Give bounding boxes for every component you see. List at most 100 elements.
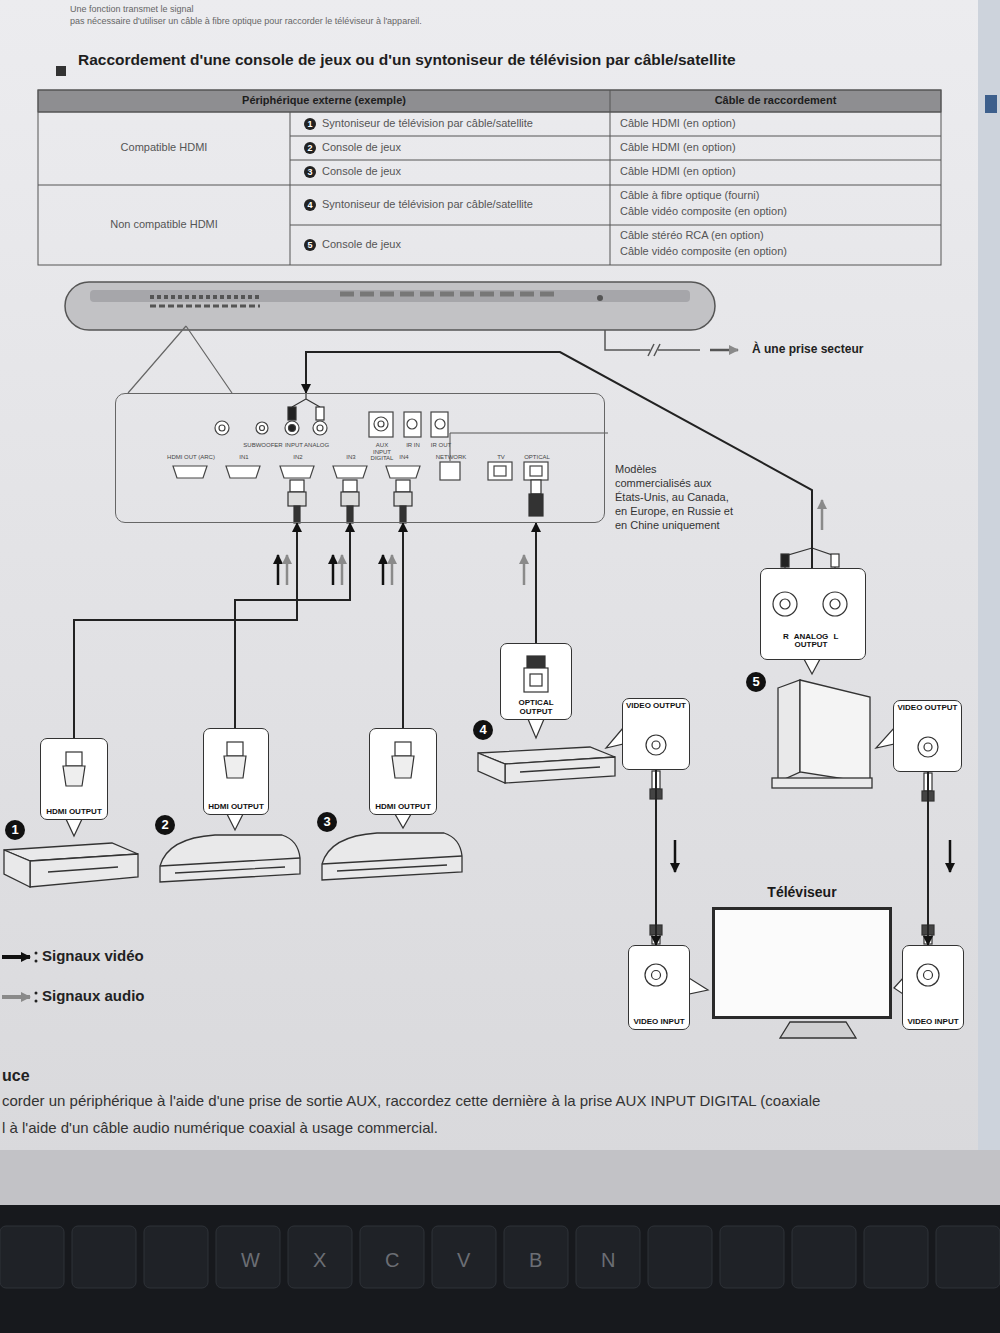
paper: [0, 1205, 1000, 1333]
connector-icon: [524, 668, 548, 692]
power-label: À une prise secteur: [752, 342, 863, 356]
keyboard-letter: V: [457, 1248, 470, 1272]
cable-plug: [400, 506, 406, 523]
port-label: SUBWOOFER: [243, 442, 282, 449]
callout-number: 4: [304, 199, 316, 211]
soundbar: [597, 295, 603, 301]
port-label: NETWORK: [436, 454, 467, 461]
legend-colon: [35, 960, 38, 963]
bubble-fill: [760, 568, 866, 660]
paper: [985, 95, 997, 113]
keyboard-key: [648, 1226, 712, 1288]
connector-icon: [780, 599, 790, 609]
port-label: IR OUT: [431, 442, 451, 449]
zoom-callout: [128, 326, 232, 393]
signal-arrow: [949, 840, 952, 872]
device: [48, 867, 118, 872]
port-label: IN4: [399, 454, 408, 461]
rear-panel-port: [260, 426, 265, 431]
bubble-fill: [628, 945, 690, 1030]
legend-colon: [35, 952, 38, 955]
connector-icon: [652, 741, 660, 749]
callout-number: 2: [155, 815, 175, 835]
table-header: Périphérique externe (exemple): [38, 94, 610, 107]
table-grid: [38, 90, 941, 265]
leader-line: [450, 433, 608, 461]
table-cell: Câble HDMI (en option): [620, 117, 736, 130]
bubble-tail: [227, 814, 243, 830]
keyboard-key: [0, 1226, 64, 1288]
connector-label: HDMI OUTPUT: [46, 808, 102, 816]
port-label: OPTICAL: [524, 454, 550, 461]
cable-connector: [74, 523, 297, 738]
legend-text: Signaux vidéo: [42, 947, 144, 965]
device: [478, 753, 505, 783]
bubble-tail: [66, 819, 82, 836]
soundbar: [65, 282, 715, 330]
device: [30, 854, 138, 887]
legend-sample: [2, 957, 30, 997]
rear-panel-port: [256, 422, 268, 434]
rear-panel-port: [435, 419, 445, 429]
connector-icon: [646, 735, 666, 755]
keyboard-key: [360, 1226, 424, 1288]
table-cell: Console de jeux: [322, 238, 401, 251]
device: [160, 858, 300, 873]
input-callout: VIDEO INPUT: [902, 945, 964, 1030]
table-grid: [38, 90, 941, 265]
signal-arrow: [286, 555, 289, 585]
keyboard-letter: X: [313, 1248, 326, 1272]
rear-panel-port: [494, 466, 506, 476]
power-cord: [605, 330, 738, 356]
paper: [0, 1150, 1000, 1210]
keyboard-key: [864, 1226, 928, 1288]
rear-panel-port: [313, 421, 327, 435]
device: [780, 1022, 856, 1038]
signal-arrow: [277, 555, 280, 585]
soundbar: [90, 290, 690, 302]
signal-arrow: [391, 555, 394, 585]
paper: [0, 0, 1000, 1160]
tip-heading: uce: [2, 1066, 30, 1085]
connector-icon: [530, 674, 542, 686]
connector-label: VIDEO INPUT: [633, 1018, 684, 1026]
output-callout: OPTICAL OUTPUT: [500, 643, 572, 720]
cable-plug: [396, 480, 410, 492]
port-label: HDMI OUT (ARC): [167, 454, 215, 461]
device: [772, 778, 872, 788]
connector-label: VIDEO INPUT: [907, 1018, 958, 1026]
connector-label: R: [783, 633, 789, 641]
port-label: AUX INPUT DIGITAL: [367, 442, 397, 462]
connector-label: VIDEO OUTPUT: [626, 702, 686, 710]
connector-icon: [645, 964, 667, 986]
soundbar: [65, 282, 715, 330]
rear-panel-port: [289, 425, 296, 432]
connector-icon: [392, 756, 414, 778]
table-cell: Câble stéréo RCA (en option): [620, 229, 764, 242]
connector-icon: [63, 766, 85, 786]
output-callout: HDMI OUTPUT: [203, 728, 269, 815]
connector-label: HDMI OUTPUT: [208, 803, 264, 811]
table-header: Câble de raccordement: [610, 94, 941, 107]
connector-icon: [395, 742, 411, 756]
keyboard-key: [144, 1226, 208, 1288]
signal-arrow: [278, 500, 950, 872]
keyboard-letter: C: [385, 1248, 399, 1272]
keyboard-key: [288, 1226, 352, 1288]
port-label: TV: [497, 454, 505, 461]
rear-panel-port: [524, 462, 548, 480]
output-callout: HDMI OUTPUT: [369, 728, 437, 815]
table-cell: Câble HDMI (en option): [620, 165, 736, 178]
rear-panel-port: [530, 466, 542, 476]
signal-arrow: [332, 555, 335, 585]
cable-connector: [535, 523, 537, 643]
table-cell: Console de jeux: [322, 141, 401, 154]
cable-plug: [347, 506, 353, 523]
signal-arrow: [523, 555, 526, 585]
port-label: IN2: [293, 454, 302, 461]
legend-colon: [35, 952, 38, 1003]
cable-plug: [343, 480, 357, 492]
connector-icon: [652, 971, 661, 980]
tv-screen: [712, 907, 892, 1019]
rear-panel-port: [369, 412, 393, 437]
